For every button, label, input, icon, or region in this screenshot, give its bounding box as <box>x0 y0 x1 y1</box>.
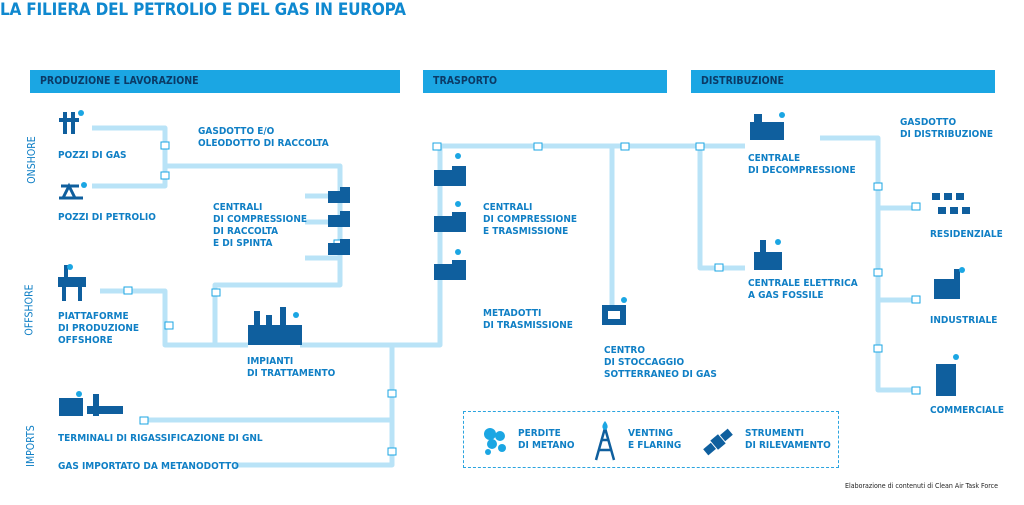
legend-methane-leaks: PERDITE DI METANO <box>518 428 575 451</box>
page-title: LA FILIERA DEL PETROLIO E DEL GAS IN EUR… <box>0 0 406 20</box>
label-lng-terminals: TERMINALI DI RIGASSIFICAZIONE DI GNL <box>58 433 263 444</box>
label-pipeline-import: GAS IMPORTATO DA METANODOTTO <box>58 461 239 472</box>
decompression-icon <box>750 112 785 140</box>
label-gas-wells: POZZI DI GAS <box>58 150 127 161</box>
label-gathering-line: GASDOTTO E/O OLEODOTTO DI RACCOLTA <box>198 126 329 149</box>
gas-well-icon <box>59 110 84 134</box>
lng-terminal-icon <box>59 391 123 416</box>
label-residential: RESIDENZIALE <box>930 229 1003 240</box>
side-label-offshore: OFFSHORE <box>23 284 36 336</box>
label-treatment-plants: IMPIANTI DI TRATTAMENTO <box>247 356 336 379</box>
side-label-imports: IMPORTS <box>24 425 37 467</box>
label-oil-wells: POZZI DI PETROLIO <box>58 212 156 223</box>
industrial-icon <box>934 267 965 299</box>
power-plant-icon <box>754 239 782 270</box>
label-decompression-station: CENTRALE DI DECOMPRESSIONE <box>748 153 856 176</box>
residential-icon <box>932 193 970 214</box>
label-industrial: INDUSTRIALE <box>930 315 998 326</box>
commercial-icon <box>936 354 959 396</box>
offshore-platform-icon <box>58 264 86 301</box>
section-header-distribution: DISTRIBUZIONE <box>691 70 995 93</box>
transmission-stations-icon <box>434 153 466 280</box>
section-header-production: PRODUZIONE E LAVORAZIONE <box>30 70 400 93</box>
legend-box <box>463 411 839 468</box>
satellite-icon <box>703 428 733 456</box>
treatment-plant-icon <box>248 307 302 345</box>
oil-well-icon <box>59 182 87 200</box>
credit-note: Elaborazione di contenuti di Clean Air T… <box>845 482 998 490</box>
label-distribution-line: GASDOTTO DI DISTRIBUZIONE <box>900 117 994 140</box>
label-commercial: COMMERCIALE <box>930 405 1005 416</box>
storage-icon <box>602 297 627 325</box>
methane-leak-icon <box>484 428 506 455</box>
label-offshore-platforms: PIATTAFORME DI PRODUZIONE OFFSHORE <box>58 311 140 346</box>
compressor-stack-icon <box>328 187 350 255</box>
legend-detection-instruments: STRUMENTI DI RILEVAMENTO <box>745 428 831 451</box>
label-gas-power-plant: CENTRALE ELETTRICA A GAS FOSSILE <box>748 278 858 301</box>
label-transmission-pipelines: METADOTTI DI TRASMISSIONE <box>483 308 573 331</box>
label-transmission-stations: CENTRALI DI COMPRESSIONE E TRASMISSIONE <box>483 202 577 237</box>
side-label-onshore: ONSHORE <box>25 136 38 184</box>
label-compression-stations: CENTRALI DI COMPRESSIONE DI RACCOLTA E D… <box>213 202 307 249</box>
section-header-transport: TRASPORTO <box>423 70 667 93</box>
flare-tower-icon <box>594 421 616 461</box>
legend-venting-flaring: VENTING E FLARING <box>628 428 682 451</box>
label-underground-storage: CENTRO DI STOCCAGGIO SOTTERRANEO DI GAS <box>604 345 717 380</box>
